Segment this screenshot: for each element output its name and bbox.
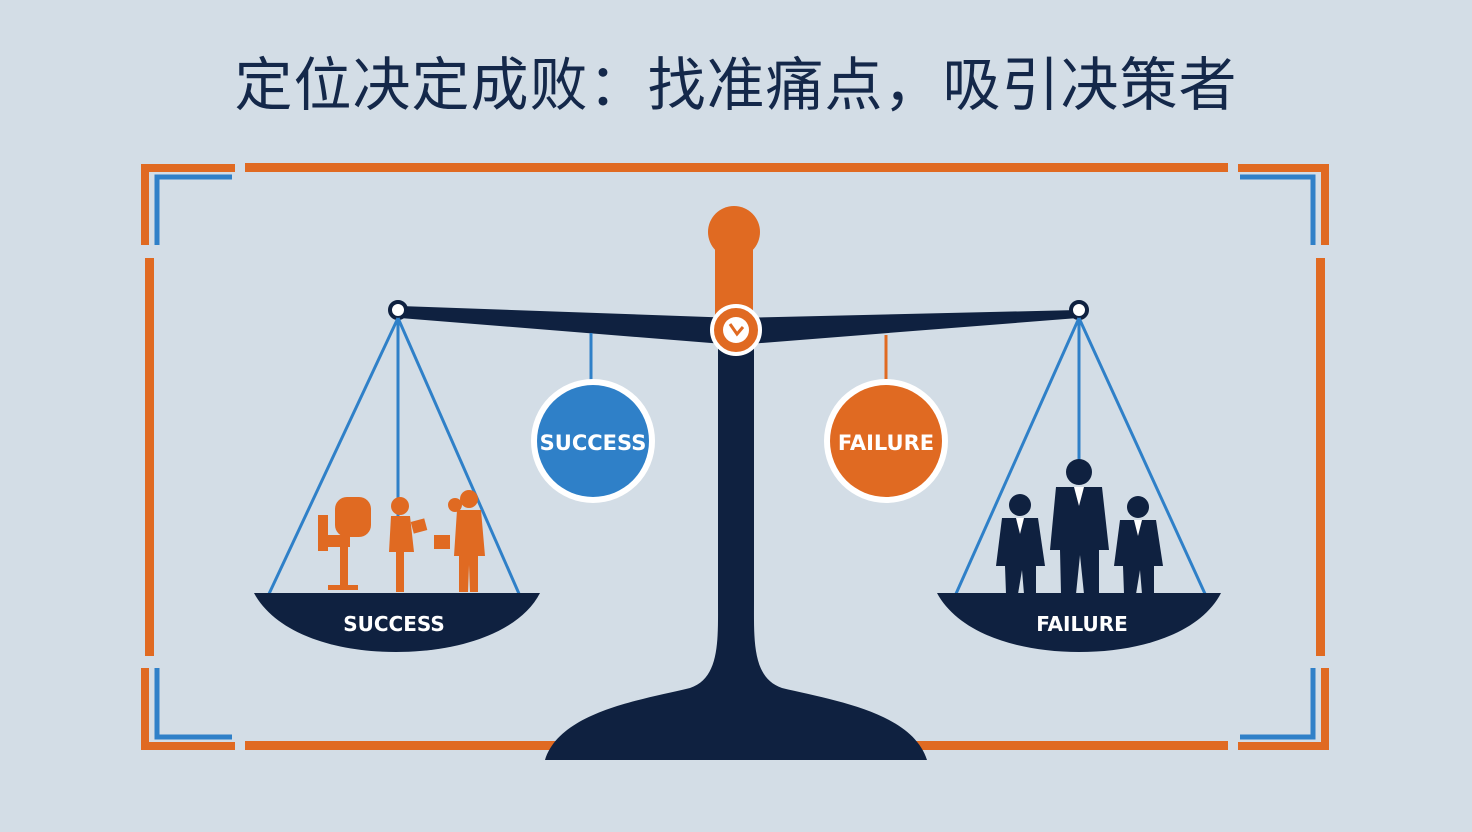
success-pan: SUCCESS — [254, 593, 540, 652]
page-title: 定位决定成败：找准痛点，吸引决策者 — [234, 51, 1238, 119]
failure-medallion-label: FAILURE — [838, 431, 934, 455]
success-medallion-label: SUCCESS — [540, 431, 647, 455]
failure-businessmen-icon — [996, 459, 1163, 594]
success-pan-label: SUCCESS — [343, 612, 445, 636]
right-pan-strings — [953, 317, 1208, 597]
success-people-icon — [318, 490, 485, 592]
failure-pan-label: FAILURE — [1036, 612, 1128, 636]
right-beam-hook — [1069, 300, 1089, 320]
failure-pan: FAILURE — [937, 593, 1221, 652]
failure-medallion: FAILURE — [824, 335, 948, 503]
left-beam-hook — [388, 300, 408, 320]
scale-base — [545, 335, 927, 760]
left-pan-strings — [266, 317, 522, 597]
pivot-icon — [710, 304, 762, 356]
success-medallion: SUCCESS — [531, 333, 655, 503]
